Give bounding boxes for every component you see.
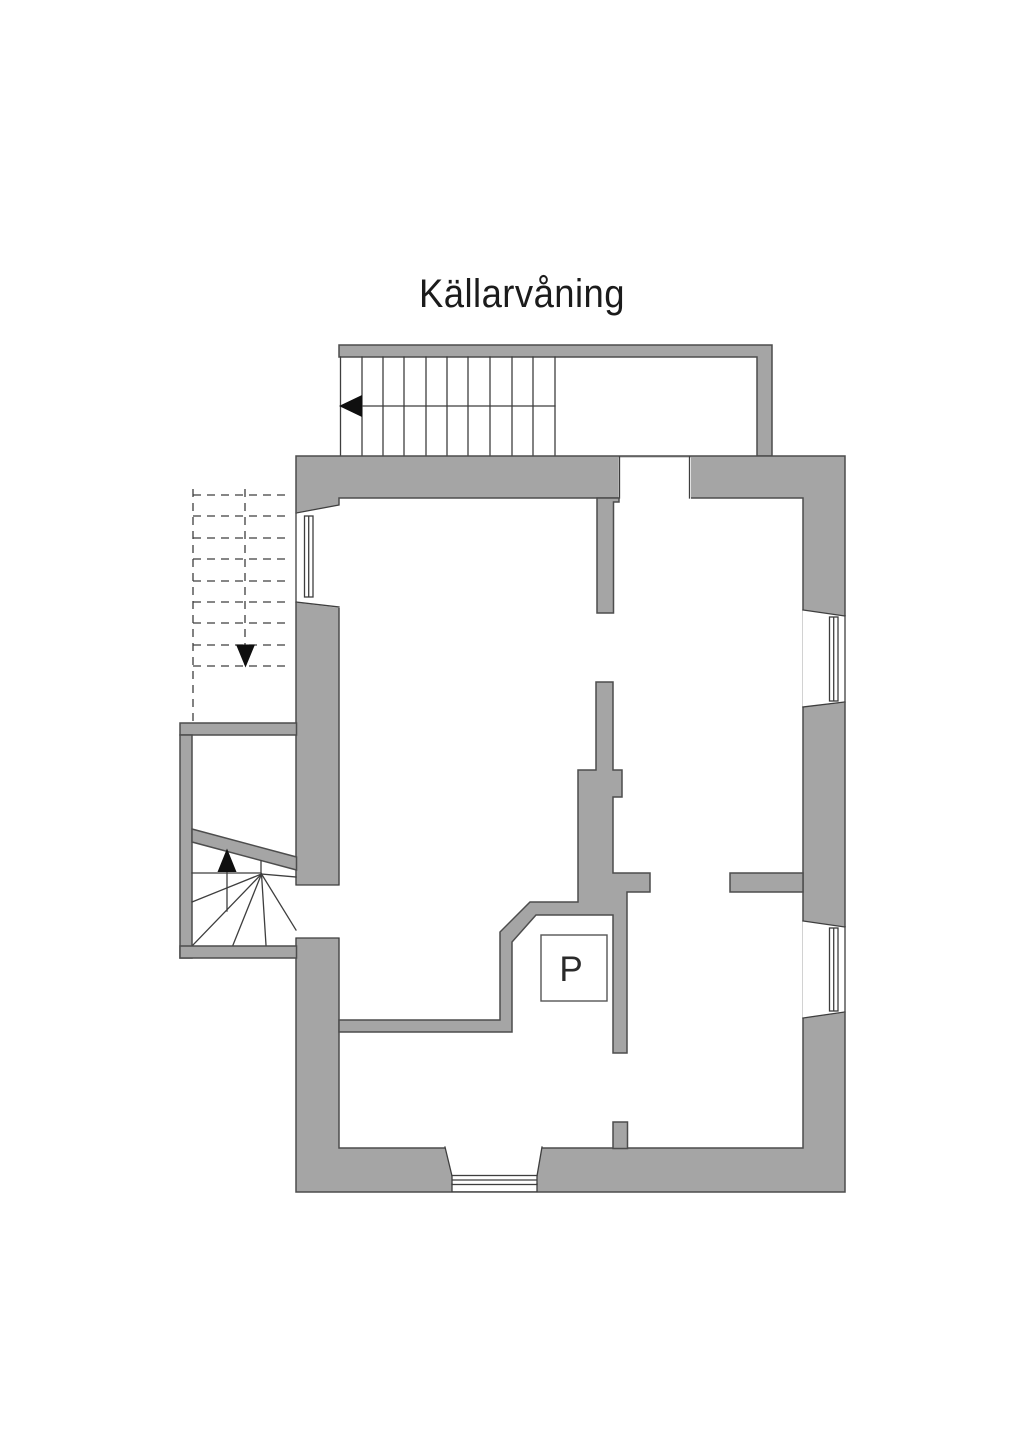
window-splay-line bbox=[802, 701, 846, 708]
annex-left-wall bbox=[179, 734, 193, 959]
interior-wall-right-stub bbox=[729, 872, 804, 893]
exterior-stair-dashed bbox=[192, 489, 287, 721]
top-door-opening bbox=[618, 456, 691, 501]
interior-wall-chimney-boiler-room bbox=[338, 681, 651, 1054]
stair-down-arrow-icon bbox=[236, 644, 255, 668]
window-splay-line bbox=[802, 920, 846, 928]
window-splay-line bbox=[295, 601, 340, 608]
annex-diagonal-wall bbox=[191, 828, 298, 871]
interior-wall-upper-partition bbox=[596, 497, 620, 614]
stair-up-direction-arrow-icon bbox=[339, 395, 362, 417]
annex-bottom-wall bbox=[179, 945, 298, 959]
boiler: P bbox=[540, 934, 608, 1002]
window-splay-line bbox=[444, 1146, 453, 1177]
annex-top-wall bbox=[179, 722, 298, 736]
interior-walls bbox=[338, 497, 804, 1150]
left-window bbox=[295, 504, 340, 608]
window-splay-line bbox=[295, 504, 340, 514]
interior-wall-bottom-stub bbox=[612, 1121, 629, 1150]
floor-title: Källarvåning bbox=[419, 272, 625, 316]
boiler-label: P bbox=[559, 950, 582, 989]
right-window-lower bbox=[802, 920, 846, 1019]
bottom-window bbox=[444, 1146, 543, 1193]
right-window-upper bbox=[802, 609, 846, 708]
annex-winder-stair-treads bbox=[191, 860, 297, 946]
annex bbox=[179, 722, 298, 959]
window-splay-line bbox=[802, 609, 846, 617]
window-splay-line bbox=[536, 1146, 543, 1177]
boiler-square bbox=[540, 934, 608, 1002]
window-splay-line bbox=[802, 1011, 846, 1019]
stair-up-arrow-icon bbox=[217, 848, 237, 872]
annex-door-opening bbox=[294, 884, 342, 939]
